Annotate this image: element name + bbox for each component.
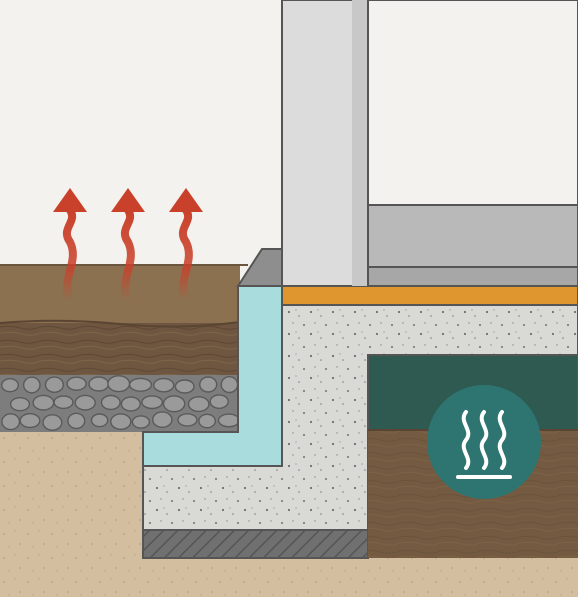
heat-arrow-shaft [178, 206, 193, 304]
gravel-stone [74, 394, 96, 411]
heat-arrow-up-icon [169, 188, 203, 212]
gravel-stone [1, 413, 21, 431]
gravel-stone [174, 379, 195, 394]
gravel-stone [152, 377, 175, 393]
gravel-stone [220, 376, 239, 394]
wall-inner-shade [352, 0, 368, 286]
interior-room [367, 0, 578, 206]
underfloor-heating-badge [427, 385, 541, 499]
gravel-stone [128, 377, 153, 392]
soil-boundary [0, 319, 241, 328]
topsoil-layer [0, 265, 240, 323]
gravel-stone [88, 376, 110, 392]
footing-strip [142, 529, 369, 559]
heat-waves-icon [456, 410, 512, 479]
gravel-stone [32, 394, 55, 411]
subsoil-layer [0, 323, 240, 375]
floor-screed [367, 266, 578, 287]
gravel-stone [217, 413, 240, 428]
gravel-stone [107, 375, 131, 393]
gravel-stone [198, 376, 218, 393]
gravel-stone [100, 394, 121, 411]
heat-loss-arrows [53, 188, 203, 304]
gravel-stone [187, 396, 210, 413]
heat-arrow-shaft [120, 206, 135, 304]
gravel-stone [131, 415, 151, 429]
gravel-stone [42, 414, 63, 431]
gravel-stone [0, 378, 20, 393]
gravel-stone [141, 395, 164, 410]
gravel-stone [19, 413, 41, 429]
gravel-stone [162, 395, 186, 413]
gravel-stone [151, 411, 173, 428]
gravel-stone [53, 395, 74, 410]
sill-membrane [281, 285, 578, 306]
floor-slab [367, 204, 578, 268]
gravel-stone [209, 394, 229, 409]
heat-arrow-shaft [62, 206, 77, 304]
gravel-stone [177, 413, 198, 427]
gravel-stone [67, 412, 86, 430]
gravel-stone [198, 413, 217, 429]
heat-arrow-up-icon [53, 188, 87, 212]
gravel-stone [110, 413, 132, 430]
gravel-layer [0, 375, 240, 432]
gravel-stone [44, 376, 64, 394]
gravel-stone [66, 376, 87, 391]
gravel-stone [9, 397, 31, 412]
gravel-stone [120, 396, 141, 412]
gravel-stone [22, 376, 41, 394]
gravel-stone [90, 413, 109, 428]
heat-arrow-up-icon [111, 188, 145, 212]
